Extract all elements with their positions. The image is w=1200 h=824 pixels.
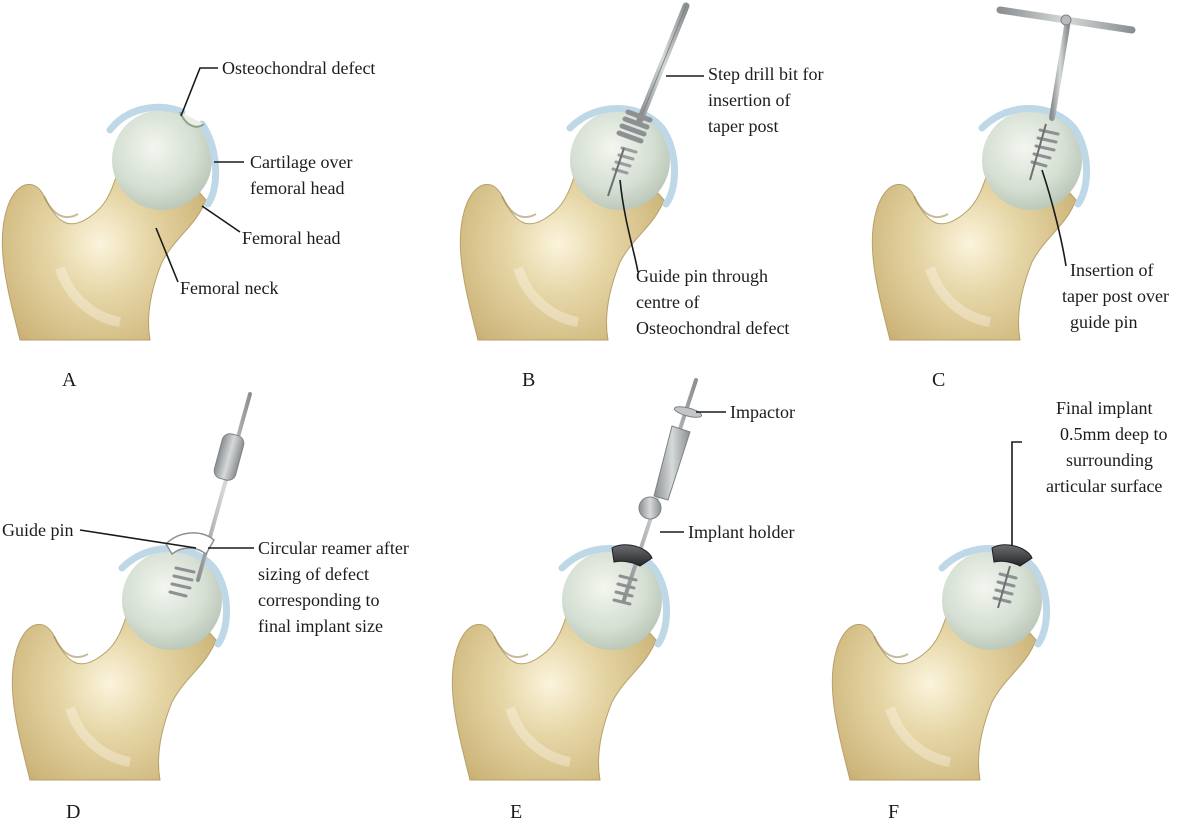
impactor-and-holder bbox=[611, 378, 703, 606]
panel-letter-b: B bbox=[522, 369, 535, 391]
label-taper-1: Insertion of bbox=[1070, 260, 1153, 280]
panel-letter-a: A bbox=[62, 369, 77, 391]
label-impactor: Impactor bbox=[730, 402, 795, 422]
label-final-4: articular surface bbox=[1046, 476, 1162, 496]
leader-defect bbox=[180, 67, 218, 117]
panel-a: Osteochondral defect Cartilage over femo… bbox=[2, 58, 375, 391]
label-reamer-1: Circular reamer after bbox=[258, 538, 409, 558]
label-implant-holder: Implant holder bbox=[688, 522, 794, 542]
panel-c: Insertion of taper post over guide pin C bbox=[872, 6, 1169, 391]
label-taper-2: taper post over bbox=[1062, 286, 1169, 306]
label-guide-2: centre of bbox=[636, 292, 699, 312]
label-cartilage-2: femoral head bbox=[250, 178, 344, 198]
label-femoral-neck: Femoral neck bbox=[180, 278, 278, 298]
panel-b: Step drill bit for insertion of taper po… bbox=[460, 2, 824, 391]
circular-reamer bbox=[165, 392, 252, 598]
label-drill-2: insertion of bbox=[708, 90, 791, 110]
panel-letter-d: D bbox=[66, 801, 80, 823]
label-final-1: Final implant bbox=[1056, 398, 1153, 418]
final-implant bbox=[991, 544, 1033, 609]
panel-f: Final implant 0.5mm deep to surrounding … bbox=[832, 398, 1167, 823]
label-taper-3: guide pin bbox=[1070, 312, 1138, 332]
label-final-2: 0.5mm deep to bbox=[1060, 424, 1167, 444]
label-osteochondral-defect: Osteochondral defect bbox=[222, 58, 375, 78]
panel-d: Guide pin Circular reamer after sizing o… bbox=[2, 392, 409, 823]
leader-guide-pin bbox=[619, 179, 639, 273]
label-reamer-4: final implant size bbox=[258, 616, 383, 636]
panel-e: Impactor Implant holder E bbox=[452, 378, 795, 823]
leader-taper bbox=[1041, 169, 1067, 267]
label-guide-pin: Guide pin bbox=[2, 520, 74, 540]
label-femoral-head: Femoral head bbox=[242, 228, 340, 248]
taper-post-tool bbox=[996, 6, 1136, 181]
label-drill-1: Step drill bit for bbox=[708, 64, 824, 84]
label-reamer-3: corresponding to bbox=[258, 590, 379, 610]
label-final-3: surrounding bbox=[1066, 450, 1153, 470]
label-cartilage-1: Cartilage over bbox=[250, 152, 352, 172]
panel-letter-e: E bbox=[510, 801, 522, 823]
leader-femoral-head bbox=[201, 205, 241, 233]
leader-final-implant bbox=[1011, 441, 1022, 546]
label-guide-3: Osteochondral defect bbox=[636, 318, 789, 338]
label-reamer-2: sizing of defect bbox=[258, 564, 369, 584]
label-guide-1: Guide pin through bbox=[636, 266, 768, 286]
leader-guide-pin-d bbox=[79, 529, 197, 549]
panel-letter-c: C bbox=[932, 369, 945, 391]
label-drill-3: taper post bbox=[708, 116, 778, 136]
step-drill-bit bbox=[607, 2, 690, 197]
panel-letter-f: F bbox=[888, 801, 899, 823]
leader-femoral-neck bbox=[155, 227, 179, 283]
